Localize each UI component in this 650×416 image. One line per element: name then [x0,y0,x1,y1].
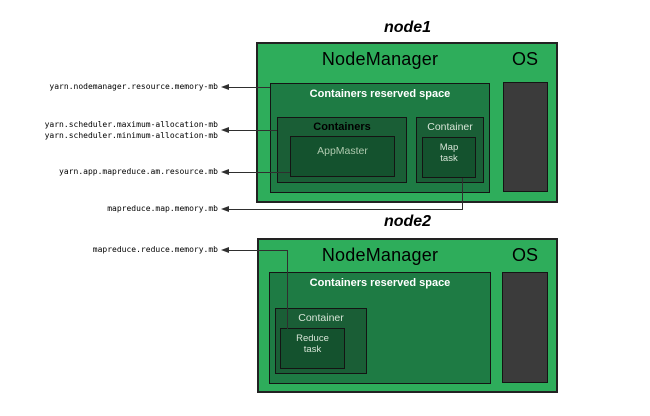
node2-title: node2 [383,213,432,230]
connector-map-memory [228,209,463,210]
node1-nodemanager-label: NodeManager [321,49,439,69]
node1-map-task-box: Map task [422,137,476,178]
connector-reduce-memory-vertical [287,250,288,329]
connector-am-resource [228,172,290,173]
node1-containers-label: Containers [313,121,371,133]
label-reduce-memory: mapreduce.reduce.memory.mb [92,245,218,254]
connector-nm-memory [228,87,270,88]
node2-containers-reserved-label: Containers reserved space [309,277,451,289]
node2-os-label: OS [511,245,538,265]
node2-reduce-task-box: Reduce task [280,328,345,369]
node1-os-memory-rect [503,82,548,192]
node2-nodemanager-label: NodeManager [321,245,439,265]
connector-scheduler-allocation [228,130,277,131]
arrowhead-left-icon [221,169,229,175]
node2-os-memory-rect [502,272,548,383]
connector-reduce-memory [228,250,288,251]
label-scheduler-min: yarn.scheduler.minimum-allocation-mb [44,131,218,140]
node2-reduce-task-label: Reduce task [296,333,329,355]
node1-appmaster-box: AppMaster [290,136,395,177]
arrowhead-left-icon [221,84,229,90]
node1-appmaster-label: AppMaster [317,145,368,157]
node1-containers-reserved-label: Containers reserved space [309,88,451,100]
label-nodemanager-resource-memory: yarn.nodemanager.resource.memory-mb [49,82,218,91]
connector-map-memory-vertical [462,178,463,210]
node1-title: node1 [383,19,432,36]
label-scheduler-max: yarn.scheduler.maximum-allocation-mb [44,120,218,129]
arrowhead-left-icon [221,247,229,253]
node2-container-label: Container [298,312,344,324]
node1-os-label: OS [511,49,538,69]
node1-container-label: Container [427,121,473,133]
node1-map-task-label: Map task [439,142,459,164]
arrowhead-left-icon [221,206,229,212]
label-scheduler-allocation: yarn.scheduler.maximum-allocation-mb yarn… [0,119,218,141]
label-am-resource: yarn.app.mapreduce.am.resource.mb [59,167,218,176]
arrowhead-left-icon [221,127,229,133]
label-map-memory: mapreduce.map.memory.mb [107,204,218,213]
